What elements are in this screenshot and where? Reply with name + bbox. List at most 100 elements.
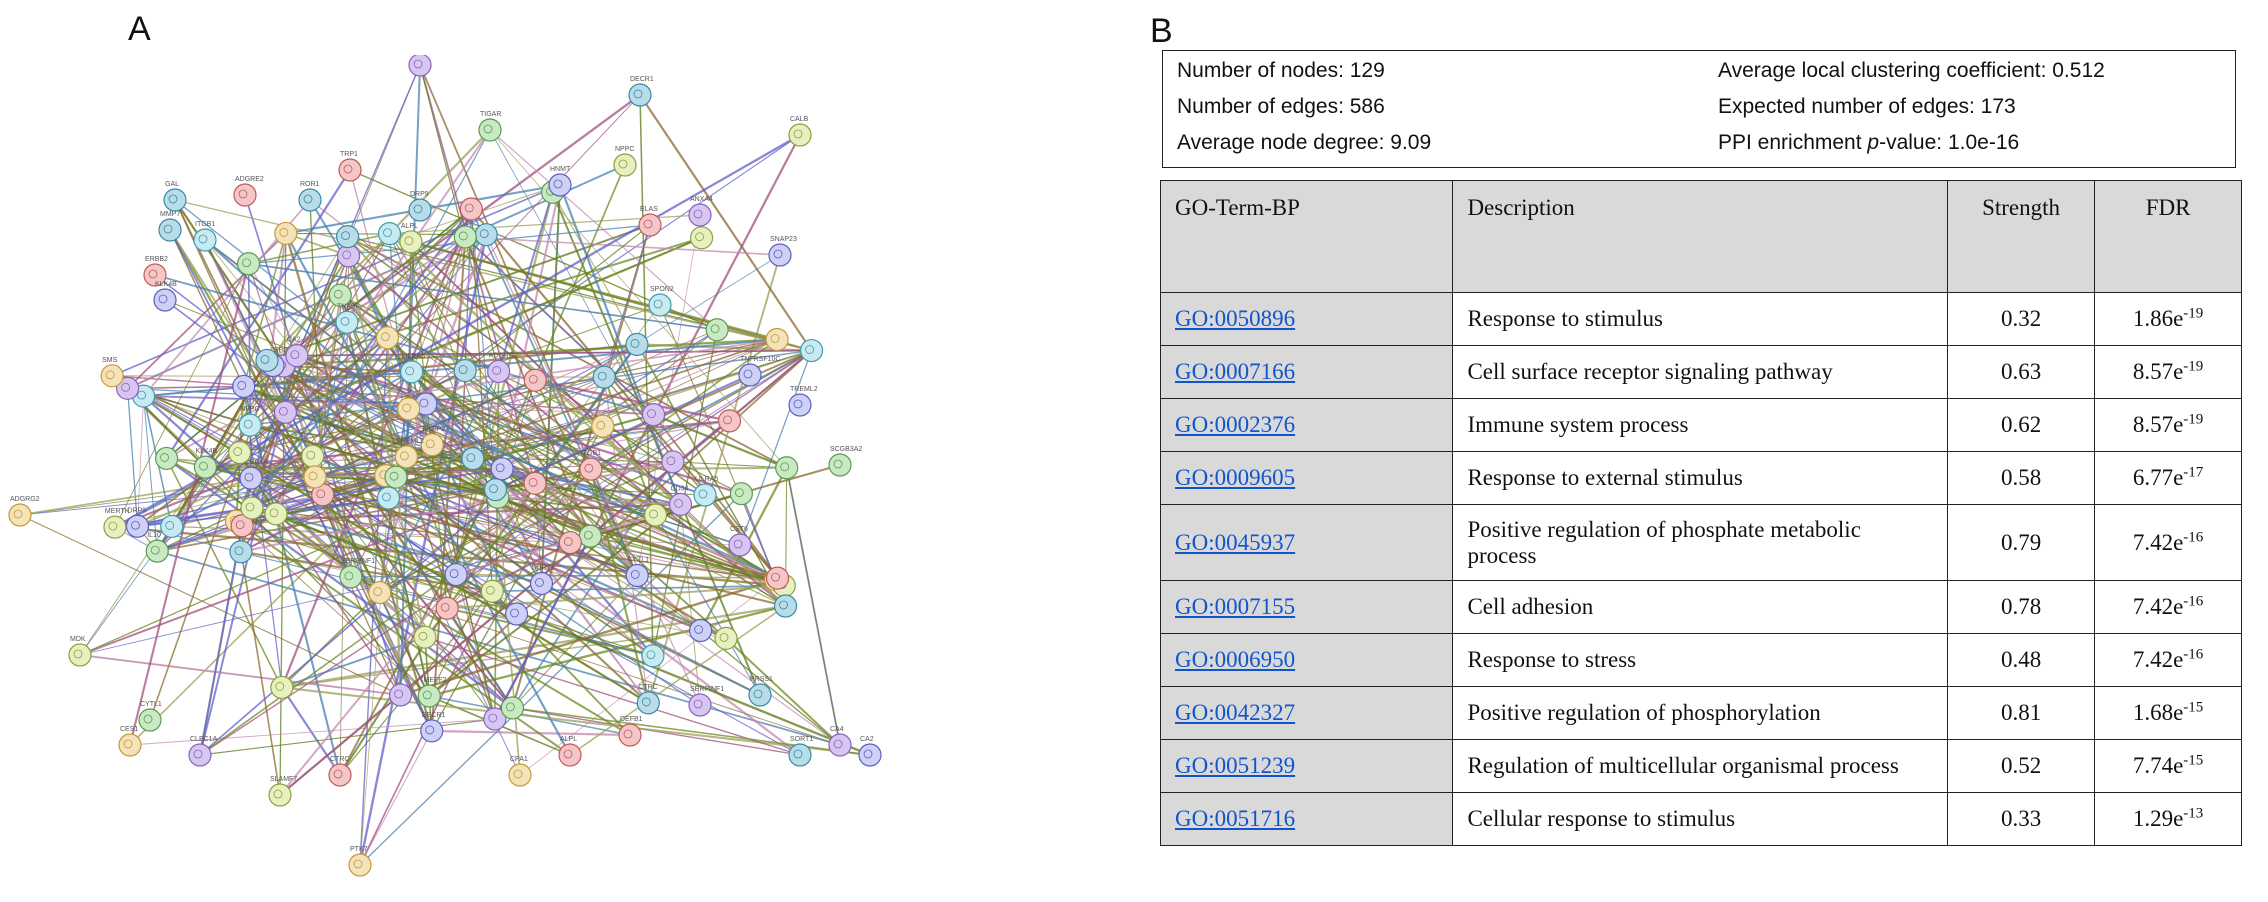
network-edge — [672, 461, 787, 469]
network-edge — [347, 255, 426, 638]
stat-nodes: Number of nodes: 129 — [1177, 59, 1385, 82]
network-edge — [251, 507, 776, 581]
network-edge — [247, 263, 252, 479]
network-node: CES1 — [118, 726, 142, 757]
network-edge — [169, 229, 245, 387]
go-term-link[interactable]: GO:0051716 — [1175, 806, 1296, 831]
network-edge — [165, 457, 514, 709]
network-node — [558, 530, 582, 555]
go-term-link[interactable]: GO:0051239 — [1175, 753, 1296, 778]
network-node — [453, 358, 477, 383]
network-node — [578, 524, 602, 548]
network-node-label: CA2 — [860, 736, 874, 743]
go-term-link[interactable]: GO:0045937 — [1175, 529, 1296, 555]
fdr-base: 7.74e — [2132, 753, 2184, 778]
network-node-label: CA2 — [287, 337, 301, 344]
network-edge — [112, 375, 654, 416]
network-edge — [127, 387, 426, 405]
network-edge — [497, 496, 841, 746]
network-node-label: DECR1 — [422, 712, 446, 719]
network-node-label: SORT1 — [790, 736, 813, 743]
network-edge — [388, 497, 701, 706]
strength-cell: 0.81 — [1946, 686, 2096, 740]
go-term-link[interactable]: GO:0009605 — [1175, 465, 1296, 490]
header-description: Description — [1452, 180, 1948, 293]
strength-cell: 0.79 — [1946, 504, 2096, 581]
fdr-cell: 7.42e-16 — [2094, 633, 2242, 687]
network-node-label: ALPL — [560, 736, 577, 743]
go-term-link[interactable]: GO:0002376 — [1175, 412, 1296, 437]
fdr-exponent: -15 — [2183, 752, 2204, 769]
network-edge — [470, 208, 497, 490]
network-edge — [340, 294, 592, 470]
network-node-label: GAL — [165, 181, 179, 188]
network-edge — [494, 184, 562, 490]
panel-label-a: A — [128, 10, 151, 48]
network-node: SORT1 — [788, 736, 813, 767]
network-node: CPA1 — [508, 756, 532, 787]
network-edge — [154, 274, 654, 416]
go-term-link[interactable]: GO:0042327 — [1175, 700, 1296, 725]
network-node: CST6 — [728, 526, 752, 557]
network-node — [459, 197, 483, 221]
fdr-base: 1.29e — [2132, 806, 2184, 831]
network-node: SERPINF1 — [688, 686, 724, 717]
network-node: CA2 — [858, 736, 882, 767]
protein-interaction-network: KLK4BSPON2LILRA5CYTL1CTRCSERPINF1CA2CD34… — [8, 55, 882, 877]
network-node: TYMP — [408, 55, 432, 77]
network-node: CA4 — [828, 726, 852, 757]
network-edge — [241, 525, 654, 657]
fdr-exponent: -15 — [2183, 699, 2204, 716]
network-edge — [275, 512, 871, 757]
network-edge — [739, 350, 813, 546]
network-node: TMEFF2 — [417, 677, 447, 708]
fdr-cell: 8.57e-19 — [2094, 345, 2242, 399]
network-node — [717, 409, 742, 433]
network-edge — [199, 349, 812, 756]
go-term-link[interactable]: GO:0007166 — [1175, 359, 1296, 384]
network-edge — [379, 592, 841, 746]
fdr-exponent: -13 — [2183, 805, 2204, 822]
fdr-base: 8.57e — [2132, 359, 2184, 384]
network-edge — [512, 707, 871, 756]
network-edge — [79, 654, 401, 696]
network-node: ADGRG2 — [487, 352, 518, 384]
network-node-label: ANXA4 — [690, 196, 713, 203]
network-edge — [725, 637, 841, 746]
network-edge — [296, 349, 812, 357]
network-edge — [495, 374, 751, 491]
network-node: TREML2 — [394, 438, 424, 469]
fdr-cell: 1.86e-19 — [2094, 292, 2242, 346]
go-term-cell: GO:0051239 — [1159, 739, 1454, 793]
network-node-label: CA4 — [830, 726, 844, 733]
stat-ppi-enrichment: PPI enrichment p-value: 1.0e-16 — [1718, 131, 2019, 155]
network-node: CA2 — [285, 337, 309, 368]
network-node: PTK7 — [348, 846, 372, 877]
go-term-link[interactable]: GO:0006950 — [1175, 647, 1296, 672]
network-node: SPON2 — [648, 286, 674, 317]
fdr-exponent: -19 — [2183, 358, 2204, 375]
network-node: CYTL1 — [138, 701, 162, 732]
stat-clustering: Average local clustering coefficient: 0.… — [1718, 59, 2105, 82]
description-cell: Cellular response to stimulus — [1452, 792, 1948, 846]
network-node: KLK4B — [153, 281, 177, 312]
network-node-label: SORT1 — [531, 564, 554, 571]
network-node — [116, 376, 140, 400]
network-node — [705, 318, 729, 342]
network-edge — [379, 371, 500, 593]
network-node-label: ADGRE2 — [235, 176, 264, 183]
network-edge — [464, 369, 592, 470]
fdr-exponent: -16 — [2183, 646, 2204, 663]
go-term-link[interactable]: GO:0050896 — [1175, 306, 1296, 331]
network-node — [625, 332, 649, 357]
network-edge — [283, 365, 650, 704]
network-node — [270, 675, 294, 700]
network-edge — [284, 236, 702, 414]
network-edge — [248, 232, 390, 265]
network-edge — [470, 208, 639, 576]
go-term-link[interactable]: GO:0007155 — [1175, 594, 1296, 619]
network-node — [765, 327, 789, 352]
